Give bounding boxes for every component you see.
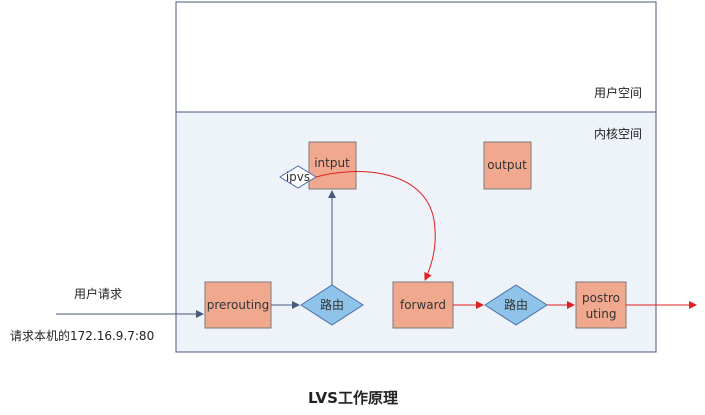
prerouting-label: prerouting (207, 298, 270, 312)
user-space-label: 用户空间 (594, 85, 642, 100)
request-target-label: 请求本机的172.16.9.7:80 (10, 328, 154, 343)
user-space-zone (175, 1, 657, 113)
postrouting-label-line1: postro (582, 291, 620, 305)
output-label: output (487, 158, 527, 172)
routing-label-1: 路由 (320, 297, 344, 312)
postrouting-box (575, 281, 627, 329)
ipvs-to-forward-arrow (315, 171, 436, 281)
forward-box (392, 281, 454, 329)
diagram-caption: LVS工作原理 (308, 389, 398, 407)
routing-label-2: 路由 (504, 297, 528, 312)
input-label: intput (314, 156, 350, 170)
request-label: 用户请求 (74, 286, 122, 301)
routing-diamond-1 (300, 284, 364, 326)
output-box (483, 141, 532, 190)
kernel-space-label: 内核空间 (594, 127, 642, 141)
input-box (308, 141, 357, 190)
prerouting-box (204, 281, 272, 329)
ipvs-label: ipvs (286, 170, 310, 184)
postrouting-label-line2: uting (586, 307, 617, 321)
forward-label: forward (400, 298, 446, 312)
